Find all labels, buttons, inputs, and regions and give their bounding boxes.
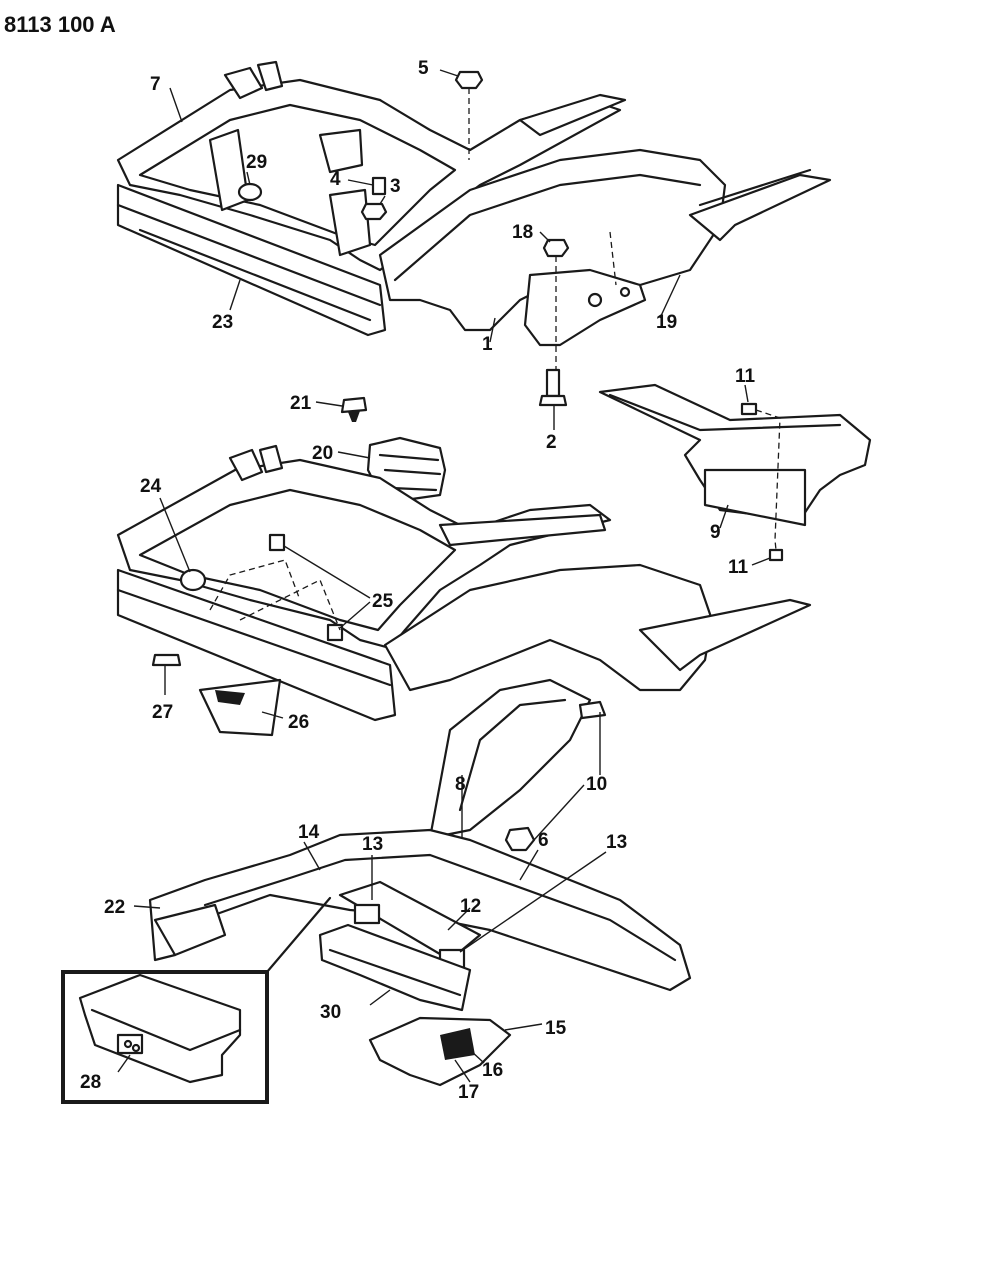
bracket-assembly-9 bbox=[598, 383, 872, 562]
callout-4: 4 bbox=[330, 169, 341, 190]
callout-18: 18 bbox=[512, 222, 533, 243]
bottom-frame-assembly bbox=[148, 828, 692, 1087]
callout-8: 8 bbox=[455, 774, 466, 795]
callout-15: 15 bbox=[545, 1018, 567, 1039]
callout-17: 17 bbox=[458, 1082, 479, 1103]
callout-3: 3 bbox=[390, 176, 401, 197]
callout-2: 2 bbox=[546, 432, 557, 453]
callout-20: 20 bbox=[312, 443, 333, 464]
leader-lines bbox=[117, 69, 771, 1083]
callout-28: 28 bbox=[80, 1072, 101, 1093]
callout-30: 30 bbox=[320, 1002, 341, 1023]
callout-16: 16 bbox=[482, 1060, 503, 1081]
callout-13-left: 13 bbox=[362, 834, 383, 855]
detail-inset-28 bbox=[61, 896, 332, 1104]
callout-14: 14 bbox=[298, 822, 320, 843]
callout-10: 10 bbox=[586, 774, 607, 795]
callout-11-top: 11 bbox=[735, 366, 756, 387]
document-code: 8113 100 A bbox=[4, 12, 116, 37]
callout-22: 22 bbox=[104, 897, 125, 918]
middle-frame-assembly bbox=[116, 444, 812, 852]
top-frame-assembly bbox=[116, 60, 832, 370]
callout-7: 7 bbox=[150, 74, 161, 95]
callout-labels: 7 5 29 4 3 18 19 1 23 2 21 20 11 11 9 24… bbox=[80, 58, 756, 1103]
callout-27: 27 bbox=[152, 702, 173, 723]
callout-12: 12 bbox=[460, 896, 481, 917]
fastener-21 bbox=[340, 396, 368, 422]
callout-26: 26 bbox=[288, 712, 309, 733]
callout-19: 19 bbox=[656, 312, 677, 333]
callout-6: 6 bbox=[538, 830, 549, 851]
callout-29: 29 bbox=[246, 152, 267, 173]
callout-13-right: 13 bbox=[606, 832, 627, 853]
callout-25: 25 bbox=[372, 591, 394, 612]
bolt-2 bbox=[538, 368, 568, 407]
callout-21: 21 bbox=[290, 393, 312, 414]
callout-11-bottom: 11 bbox=[728, 557, 749, 578]
callout-5: 5 bbox=[418, 58, 429, 79]
callout-1: 1 bbox=[482, 334, 493, 355]
callout-24: 24 bbox=[140, 476, 162, 497]
callout-9: 9 bbox=[710, 522, 721, 543]
callout-23: 23 bbox=[212, 312, 233, 333]
